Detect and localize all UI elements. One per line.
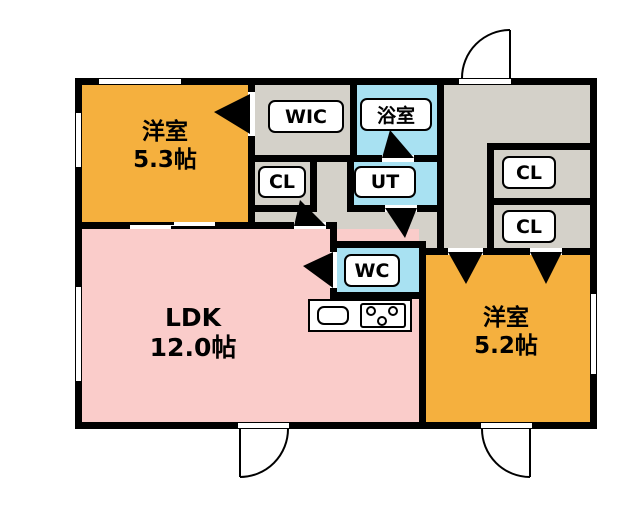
wic-label: WIC (268, 100, 344, 133)
bedroom2-label: 洋室 5.2帖 (440, 302, 572, 364)
door-opening-closet-bedroom2 (530, 248, 562, 255)
bedroom1-size: 5.3帖 (133, 147, 197, 173)
door-opening-bath (382, 155, 414, 162)
door-arc-balcony-right (481, 428, 531, 478)
stove-burner-icon (377, 316, 387, 326)
wall-bedroom2-top (419, 248, 597, 255)
window-left-lower (75, 286, 82, 382)
door-threshold-balcony-right (480, 422, 533, 429)
wall-closet-mid-right (310, 162, 317, 212)
wall-outer-bottom (75, 422, 597, 429)
window-bedroom1-top (98, 78, 182, 85)
kitchen-sink-icon (317, 306, 349, 325)
door-opening-hall-ldk (294, 222, 326, 229)
bath-label: 浴室 (360, 98, 432, 131)
ldk-label: LDK 12.0帖 (118, 300, 268, 366)
door-threshold-entrance (458, 78, 512, 85)
wall-outer-top (75, 78, 597, 85)
wall-under-wic-bath (248, 155, 444, 162)
wall-closet-mid-bottom (248, 205, 317, 212)
wall-bedroom2-left (419, 248, 426, 429)
closet-right-top-label: CL (502, 156, 556, 189)
closet-mid-label: CL (258, 166, 306, 198)
stove-burner-icon (388, 306, 398, 316)
closet-right-bottom-label: CL (502, 210, 556, 243)
wall-utility-left (347, 162, 354, 212)
door-opening-bedroom1-wic (248, 92, 255, 136)
utility-label: UT (354, 166, 416, 198)
door-threshold-balcony-left (237, 422, 290, 429)
window-left-upper (75, 112, 82, 168)
ldk-name: LDK (164, 303, 222, 332)
sliding-door-opening (130, 222, 215, 229)
wall-corridor-left (437, 78, 444, 255)
wall-wic-bath (350, 78, 357, 162)
wall-wc-top (330, 241, 426, 248)
sliding-door-panel (171, 226, 215, 229)
sliding-door-panel (130, 222, 174, 225)
door-opening-wc (330, 252, 337, 288)
ldk-size: 12.0帖 (149, 333, 237, 362)
stove-burner-icon (366, 306, 376, 316)
wall-hall-connector (330, 222, 337, 241)
wall-outer-left (75, 78, 82, 429)
door-opening-utility (385, 205, 417, 212)
bedroom1-label: 洋室 5.3帖 (100, 116, 230, 178)
wall-bedroom1-right (248, 78, 255, 229)
wc-label: WC (344, 254, 400, 287)
wall-closets-right-top (487, 143, 590, 150)
bedroom2-size: 5.2帖 (474, 333, 538, 359)
door-arc-balcony-left (239, 428, 289, 478)
bedroom2-name: 洋室 (483, 305, 529, 332)
door-arc-entrance (461, 29, 511, 79)
wall-wc-bottom (330, 292, 426, 299)
window-bedroom2-right (590, 293, 597, 375)
bedroom1-name: 洋室 (142, 119, 188, 146)
wall-closets-right-mid (487, 198, 590, 205)
door-opening-bedroom2 (448, 248, 483, 255)
